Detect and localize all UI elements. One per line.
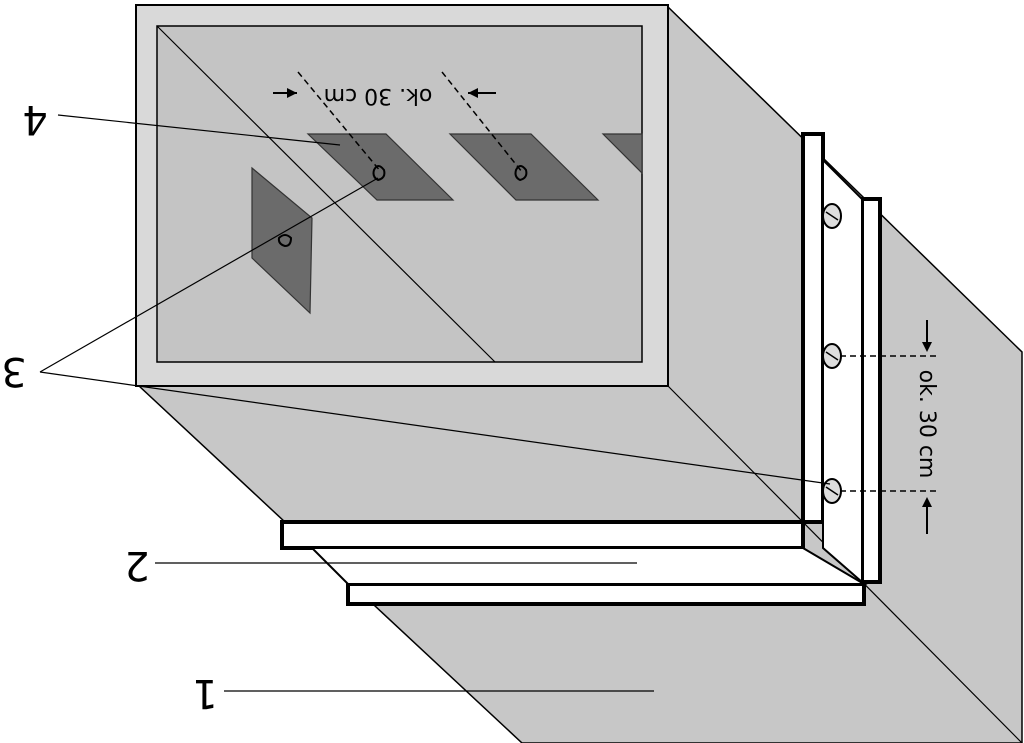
plate-bottom-gap [309,547,868,585]
label-one: 1 [192,670,217,716]
inner-diagonal [156,25,496,363]
label-two: 2 [124,542,149,588]
top-dimension: ok. 30 cm [273,71,523,173]
plate-side-gap [822,157,863,585]
bolt-icon [822,203,842,229]
side-bolts [822,203,842,504]
bolt-icon [514,165,528,182]
plate-bottom-front [280,520,805,550]
plate-side-front [801,132,825,524]
bracket [601,133,643,175]
side-dimension-label: ok. 30 cm [914,370,939,479]
bracket [251,166,313,315]
side-dimension: ok. 30 cm [840,320,940,534]
bolt-icon [372,165,386,182]
label-three: 3 [1,348,26,394]
top-dimension-label: ok. 30 cm [324,83,433,108]
bolt-icon [277,234,293,248]
bolt-icon [822,478,842,504]
bolt-icon [822,343,842,369]
brackets [251,133,643,315]
plates [280,132,882,606]
beam-body [135,4,1023,743]
plate-side-back [860,197,882,584]
label-four: 4 [22,96,47,142]
plate-bottom-back [346,582,866,606]
leader-lines [39,114,831,692]
